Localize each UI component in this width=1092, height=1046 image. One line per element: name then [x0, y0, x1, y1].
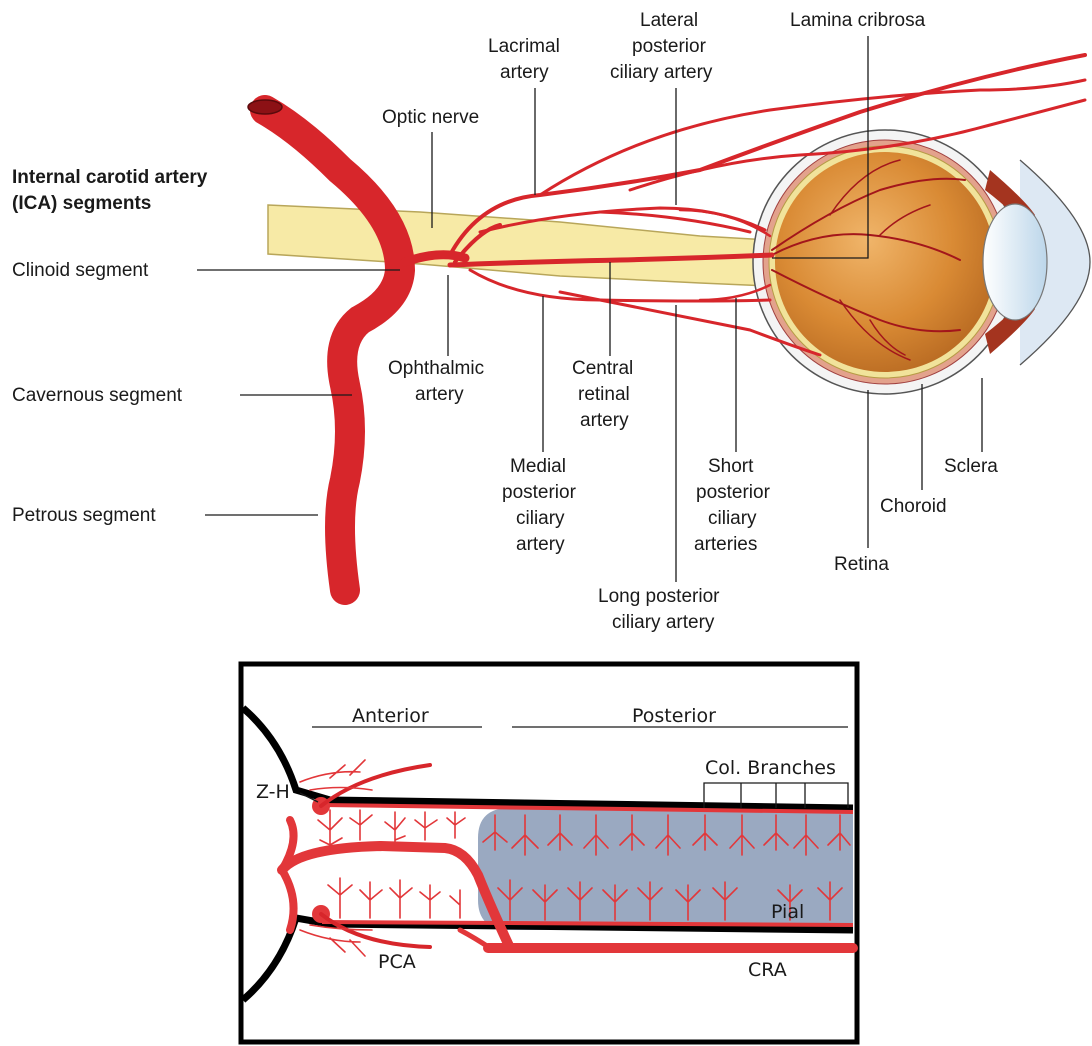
label-cavernous-segment: Cavernous segment [12, 385, 183, 406]
label-lacrimal-line1: Lacrimal [488, 36, 560, 57]
label-pca: PCA [378, 951, 416, 973]
label-central-retinal-line3: artery [580, 410, 629, 431]
label-choroid: Choroid [880, 496, 947, 517]
label-col-branches: Col. Branches [705, 757, 836, 779]
label-central-retinal-line2: retinal [578, 384, 630, 405]
optic-nerve-head-schematic: Anterior Posterior Col. Branches Z-H Pia… [241, 664, 857, 1042]
ica-heading-line2: (ICA) segments [12, 193, 151, 214]
label-long-pca-line1: Long posterior [598, 586, 720, 607]
label-medial-pca-line1: Medial [510, 456, 566, 477]
label-pial: Pial [771, 901, 804, 923]
label-ophthalmic-line1: Ophthalmic [388, 358, 484, 379]
label-retina: Retina [834, 554, 889, 575]
optic-nerve [268, 205, 770, 286]
label-long-pca-line2: ciliary artery [612, 612, 715, 633]
label-lacrimal-line2: artery [500, 62, 549, 83]
label-zh: Z-H [256, 781, 290, 803]
label-short-pca-line2: posterior [696, 482, 771, 503]
label-sclera: Sclera [944, 456, 998, 477]
label-medial-pca-line2: posterior [502, 482, 577, 503]
label-short-pca-line3: ciliary [708, 508, 757, 529]
label-medial-pca-line3: ciliary [516, 508, 565, 529]
label-cra: CRA [748, 959, 787, 981]
label-lateral-pca-line1: Lateral [640, 10, 698, 31]
label-central-retinal-line1: Central [572, 358, 633, 379]
label-clinoid-segment: Clinoid segment [12, 260, 149, 281]
label-lamina-cribrosa: Lamina cribrosa [790, 10, 926, 31]
label-petrous-segment: Petrous segment [12, 505, 156, 526]
ica-cut-end [248, 100, 282, 114]
label-lateral-pca-line3: ciliary artery [610, 62, 713, 83]
eyeball [753, 130, 1090, 394]
label-optic-nerve: Optic nerve [382, 107, 479, 128]
label-short-pca-line4: arteries [694, 534, 757, 555]
label-medial-pca-line4: artery [516, 534, 565, 555]
label-ophthalmic-line2: artery [415, 384, 464, 405]
label-posterior: Posterior [632, 705, 716, 727]
ica-anatomy-illustration: Internal carotid artery (ICA) segments C… [12, 10, 1090, 633]
label-short-pca-line1: Short [708, 456, 754, 477]
label-anterior: Anterior [352, 705, 429, 727]
ica-heading-line1: Internal carotid artery [12, 167, 208, 188]
label-lateral-pca-line2: posterior [632, 36, 707, 57]
lens [983, 204, 1047, 320]
